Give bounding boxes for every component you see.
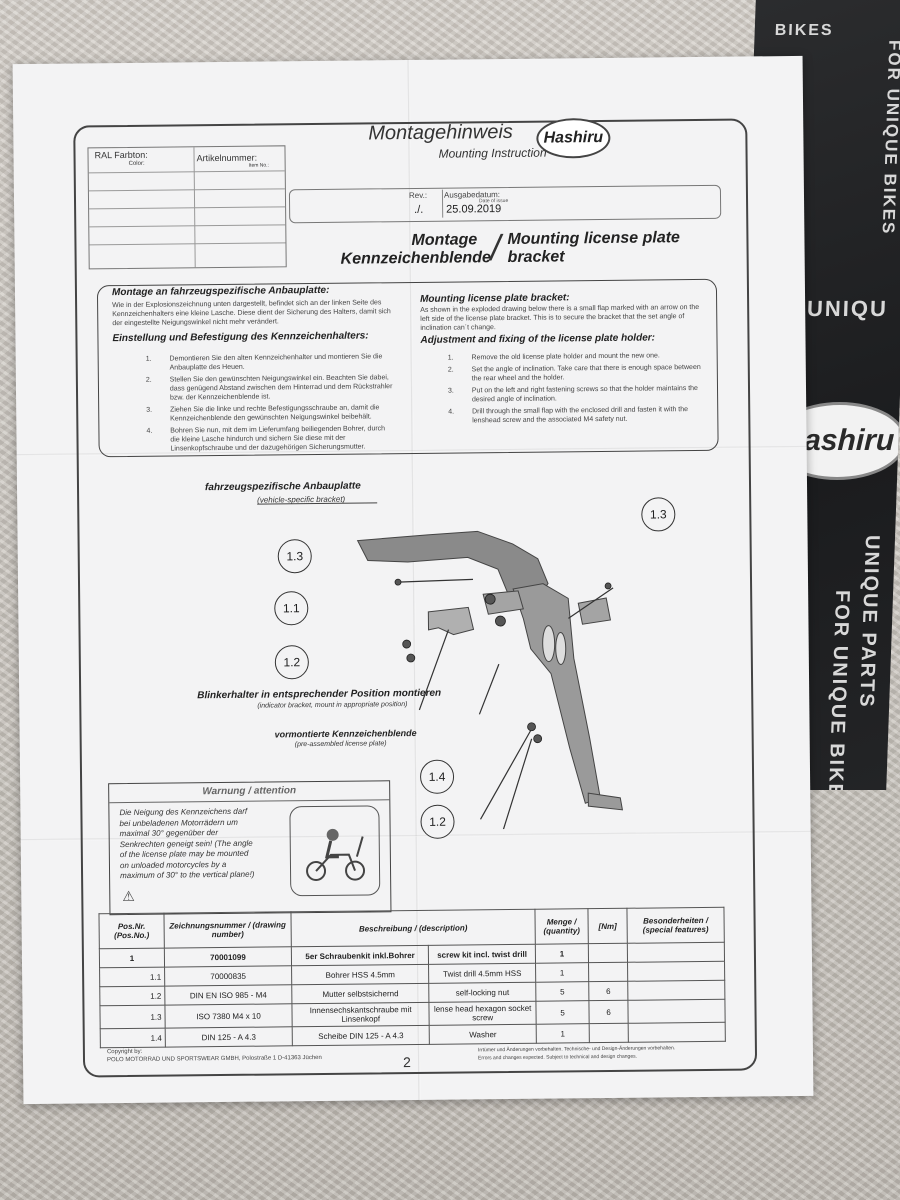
rev-label: Rev.: xyxy=(408,190,428,201)
parts-table: Pos.Nr. (Pos.No.) Zeichnungsnummer / (dr… xyxy=(98,907,726,1049)
callout-1-1: 1.1 xyxy=(274,591,309,626)
brand-logo-text: Hashiru xyxy=(543,128,604,147)
title-slash: / xyxy=(490,227,501,269)
article-label: Artikelnummer: xyxy=(196,152,258,164)
warning-pictogram xyxy=(289,805,381,897)
product-de-2: Kennzeichenblende xyxy=(340,249,491,268)
de-steps: 1.Demontieren Sie den alten Kennzeichenh… xyxy=(146,352,407,454)
issue-date: 25.09.2019 xyxy=(446,203,502,216)
warning-triangle-icon: ⚠ xyxy=(122,887,135,905)
page-number: 2 xyxy=(402,1054,411,1071)
de-step: 1.Demontieren Sie den alten Kennzeichenh… xyxy=(145,353,383,372)
bag-text-2: FOR UNIQUE BIKES xyxy=(878,40,900,236)
license-foot-shape xyxy=(587,792,624,811)
color-label: Color: xyxy=(128,160,145,167)
product-de-1: Montage xyxy=(411,231,478,249)
header-pos: Pos.Nr. (Pos.No.) xyxy=(98,913,165,949)
ral-color-box: RAL Farbton: Color: Artikelnummer: Item … xyxy=(87,145,287,270)
en-step: 4.Drill through the small flap with the … xyxy=(448,406,689,425)
callout-1-4: 1.4 xyxy=(419,759,455,794)
cutout-shape xyxy=(542,625,556,663)
warning-title: Warnung / attention xyxy=(109,781,390,804)
sheet-subtitle: Mounting Instruction xyxy=(438,145,547,161)
warning-box: Warnung / attention Die Neigung des Kenn… xyxy=(108,780,392,916)
item-no-label: Item No.: xyxy=(248,162,269,169)
preassembled-label-en: (pre-assembled license plate) xyxy=(294,740,387,749)
en-step: 2.Set the angle of inclination. Take car… xyxy=(447,363,701,383)
instruction-sheet: Montagehinweis Mounting Instruction Hash… xyxy=(12,55,814,1105)
de-step: 3.Ziehen Sie die linke und rechte Befest… xyxy=(146,404,380,423)
bag-text-1: BIKES xyxy=(774,22,834,39)
en-heading: Mounting license plate bracket: xyxy=(420,292,570,305)
bag-text-6: FOR UNIQUE BIKES xyxy=(823,590,854,790)
bag-text-3: UNIQU xyxy=(806,296,889,321)
callout-1-2-left: 1.2 xyxy=(274,645,310,680)
en-step: 3.Put on the left and right fastening sc… xyxy=(447,385,698,404)
rev-value: ./. xyxy=(414,203,424,216)
product-en-1: Mounting license plate xyxy=(507,229,680,248)
en-intro: As shown in the exploded drawing below t… xyxy=(420,303,700,332)
indicator-bracket-right-shape xyxy=(577,597,612,625)
header-special: Besonderheiten / (special features) xyxy=(626,907,725,944)
plate-label-de: fahrzeugspezifische Anbauplatte xyxy=(204,480,361,494)
callout-1-3-left: 1.3 xyxy=(277,539,312,574)
warning-text: Die Neigung des Kennzeichens darf bei un… xyxy=(119,806,255,881)
copyright-label: Copyright by: xyxy=(106,1048,143,1056)
preassembled-label-de: vormontierte Kennzeichenblende xyxy=(274,727,417,740)
product-en-2: bracket xyxy=(507,248,565,266)
en-steps: 1.Remove the old license plate holder an… xyxy=(448,351,714,426)
bag-text-5: UNIQUE PARTS xyxy=(855,535,884,709)
de-step: 2.Stellen Sie den gewünschten Neigungswi… xyxy=(145,374,393,402)
header-drawing: Zeichnungsnummer / (drawing number) xyxy=(163,911,292,949)
exploded-drawing xyxy=(356,530,624,832)
ral-label: RAL Farbton: xyxy=(94,149,148,161)
callout-1-2-bottom: 1.2 xyxy=(420,804,455,839)
header-description: Beschreibung / (description) xyxy=(290,909,536,947)
header-nm: [Nm] xyxy=(587,908,628,944)
de-heading: Montage an fahrzeugspezifische Anbauplat… xyxy=(111,284,330,299)
de-intro: Wie in der Explosionszeichnung unten dar… xyxy=(112,299,391,328)
de-step: 4.Bohren Sie nun, mit dem im Lieferumfan… xyxy=(146,425,386,453)
cutout-shape xyxy=(555,631,567,665)
header-quantity: Menge / (quantity) xyxy=(534,908,589,945)
en-step: 1.Remove the old license plate holder an… xyxy=(447,352,660,362)
flap-shape xyxy=(427,606,475,636)
sheet-title: Montagehinweis xyxy=(368,120,513,145)
callout-1-3-right: 1.3 xyxy=(641,497,676,532)
